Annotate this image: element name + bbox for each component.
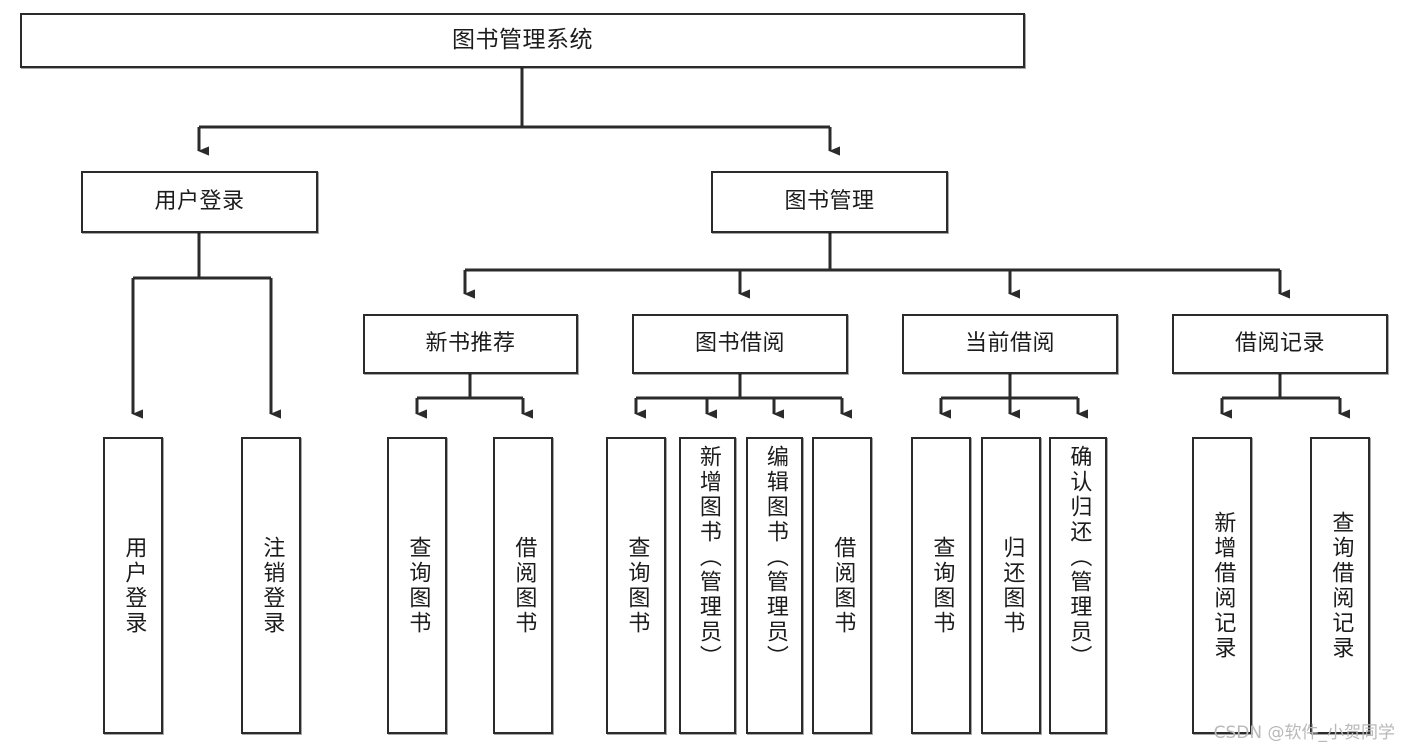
node-borrow-record-label: 借阅记录 (1234, 330, 1325, 356)
node-current-borrow-label: 当前借阅 (964, 330, 1055, 356)
node-borrow-record[interactable]: 借阅记录 (1172, 314, 1388, 374)
watermark: CSDN @软件_小贺同学 (1213, 723, 1395, 743)
node-leaf-add-book-label: 新增图书（管理员） (695, 445, 721, 670)
node-leaf-edit-book-label: 编辑图书（管理员） (762, 445, 788, 670)
node-leaf-query-book-2[interactable]: 查询图书 (606, 437, 666, 734)
node-leaf-logout-label: 注销登录 (259, 535, 285, 636)
node-leaf-query-book-3-label: 查询图书 (929, 535, 955, 636)
node-book-manage-label: 图书管理 (784, 188, 875, 214)
node-root[interactable]: 图书管理系统 (20, 13, 1025, 68)
node-leaf-query-book-1[interactable]: 查询图书 (387, 437, 447, 734)
node-user-login[interactable]: 用户登录 (81, 171, 318, 233)
node-root-label: 图书管理系统 (452, 26, 593, 53)
node-current-borrow[interactable]: 当前借阅 (902, 314, 1118, 374)
node-leaf-add-record[interactable]: 新增借阅记录 (1192, 437, 1252, 734)
node-leaf-confirm-return[interactable]: 确认归还（管理员） (1049, 437, 1107, 734)
node-leaf-user-login-label: 用户登录 (121, 535, 147, 636)
node-user-login-label: 用户登录 (154, 188, 245, 214)
node-new-book-recommend[interactable]: 新书推荐 (363, 314, 578, 374)
node-leaf-confirm-return-label: 确认归还（管理员） (1066, 445, 1092, 670)
node-leaf-query-book-2-label: 查询图书 (624, 535, 650, 636)
node-leaf-query-book-3[interactable]: 查询图书 (911, 437, 971, 734)
node-leaf-return-book-label: 归还图书 (999, 535, 1025, 636)
node-leaf-return-book[interactable]: 归还图书 (981, 437, 1041, 734)
node-leaf-logout[interactable]: 注销登录 (241, 437, 301, 734)
node-leaf-borrow-book-2[interactable]: 借阅图书 (812, 437, 872, 734)
node-leaf-query-record-label: 查询借阅记录 (1328, 510, 1354, 661)
node-leaf-query-record[interactable]: 查询借阅记录 (1310, 437, 1370, 734)
node-new-book-recommend-label: 新书推荐 (425, 330, 516, 356)
node-leaf-edit-book[interactable]: 编辑图书（管理员） (746, 437, 803, 734)
node-book-borrow[interactable]: 图书借阅 (632, 314, 848, 374)
node-book-manage[interactable]: 图书管理 (711, 171, 948, 233)
node-book-borrow-label: 图书借阅 (694, 330, 785, 356)
node-leaf-borrow-book-1[interactable]: 借阅图书 (493, 437, 553, 734)
node-leaf-add-record-label: 新增借阅记录 (1210, 510, 1236, 661)
node-leaf-query-book-1-label: 查询图书 (405, 535, 431, 636)
node-leaf-borrow-book-2-label: 借阅图书 (830, 535, 856, 636)
node-leaf-borrow-book-1-label: 借阅图书 (511, 535, 537, 636)
node-leaf-user-login[interactable]: 用户登录 (103, 437, 163, 734)
node-leaf-add-book[interactable]: 新增图书（管理员） (679, 437, 736, 734)
